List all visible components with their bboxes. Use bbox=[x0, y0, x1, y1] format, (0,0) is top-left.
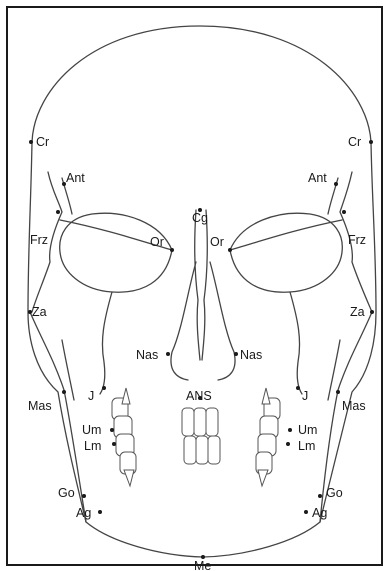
label-za-right: Za bbox=[350, 305, 365, 319]
label-go-right: Go bbox=[326, 486, 343, 500]
jugal-left bbox=[100, 292, 112, 394]
orbit-right bbox=[230, 213, 342, 292]
point-or-left bbox=[170, 248, 174, 252]
point-cr-right bbox=[369, 140, 373, 144]
label-um-left: Um bbox=[82, 423, 101, 437]
label-mas-right: Mas bbox=[342, 399, 366, 413]
point-nas-right bbox=[234, 352, 238, 356]
label-frz-right: Frz bbox=[348, 233, 366, 247]
point-ag-right bbox=[304, 510, 308, 514]
label-j-right: J bbox=[302, 389, 308, 403]
point-ag-left bbox=[98, 510, 102, 514]
label-ant-right: Ant bbox=[308, 171, 327, 185]
point-nas-left bbox=[166, 352, 170, 356]
point-j-left bbox=[102, 386, 106, 390]
label-mas-left: Mas bbox=[28, 399, 52, 413]
nasal-aperture bbox=[171, 262, 235, 380]
label-cr-right: Cr bbox=[348, 135, 361, 149]
label-lm-left: Lm bbox=[84, 439, 101, 453]
label-um-right: Um bbox=[298, 423, 317, 437]
point-ant-right bbox=[334, 182, 338, 186]
point-lm-right bbox=[286, 442, 290, 446]
label-ans: ANS bbox=[186, 389, 212, 403]
label-ag-left: Ag bbox=[76, 506, 91, 520]
label-j-left: J bbox=[88, 389, 94, 403]
label-or-right: Or bbox=[210, 235, 224, 249]
label-za-left: Za bbox=[32, 305, 47, 319]
point-lm-left bbox=[112, 442, 116, 446]
label-me: Me bbox=[194, 559, 211, 571]
label-frz-left: Frz bbox=[30, 233, 48, 247]
incisors bbox=[182, 408, 220, 464]
point-za-right bbox=[370, 310, 374, 314]
label-or-left: Or bbox=[150, 235, 164, 249]
teeth-left bbox=[112, 388, 136, 486]
teeth-right bbox=[256, 388, 280, 486]
point-cr-left bbox=[29, 140, 33, 144]
nasal-septum bbox=[195, 210, 208, 360]
label-cg: Cg bbox=[192, 211, 208, 225]
point-um-right bbox=[288, 428, 292, 432]
point-mas-right bbox=[336, 390, 340, 394]
label-nas-right: Nas bbox=[240, 348, 262, 362]
jugal-right bbox=[290, 292, 302, 394]
orbit-left bbox=[60, 213, 172, 292]
point-or-right bbox=[228, 248, 232, 252]
label-ant-left: Ant bbox=[66, 171, 85, 185]
label-nas-left: Nas bbox=[136, 348, 158, 362]
landmark-labels: Cr Cr Cg Ant Ant Frz Frz Or Or Za Za Nas… bbox=[28, 135, 366, 571]
point-um-left bbox=[110, 428, 114, 432]
point-go-right bbox=[318, 494, 322, 498]
point-go-left bbox=[82, 494, 86, 498]
skull-outline bbox=[28, 26, 376, 557]
label-lm-right: Lm bbox=[298, 439, 315, 453]
point-frz-right bbox=[342, 210, 346, 214]
label-ag-right: Ag bbox=[312, 506, 327, 520]
label-cr-left: Cr bbox=[36, 135, 49, 149]
point-mas-left bbox=[62, 390, 66, 394]
point-frz-left bbox=[56, 210, 60, 214]
label-go-left: Go bbox=[58, 486, 75, 500]
point-j-right bbox=[296, 386, 300, 390]
